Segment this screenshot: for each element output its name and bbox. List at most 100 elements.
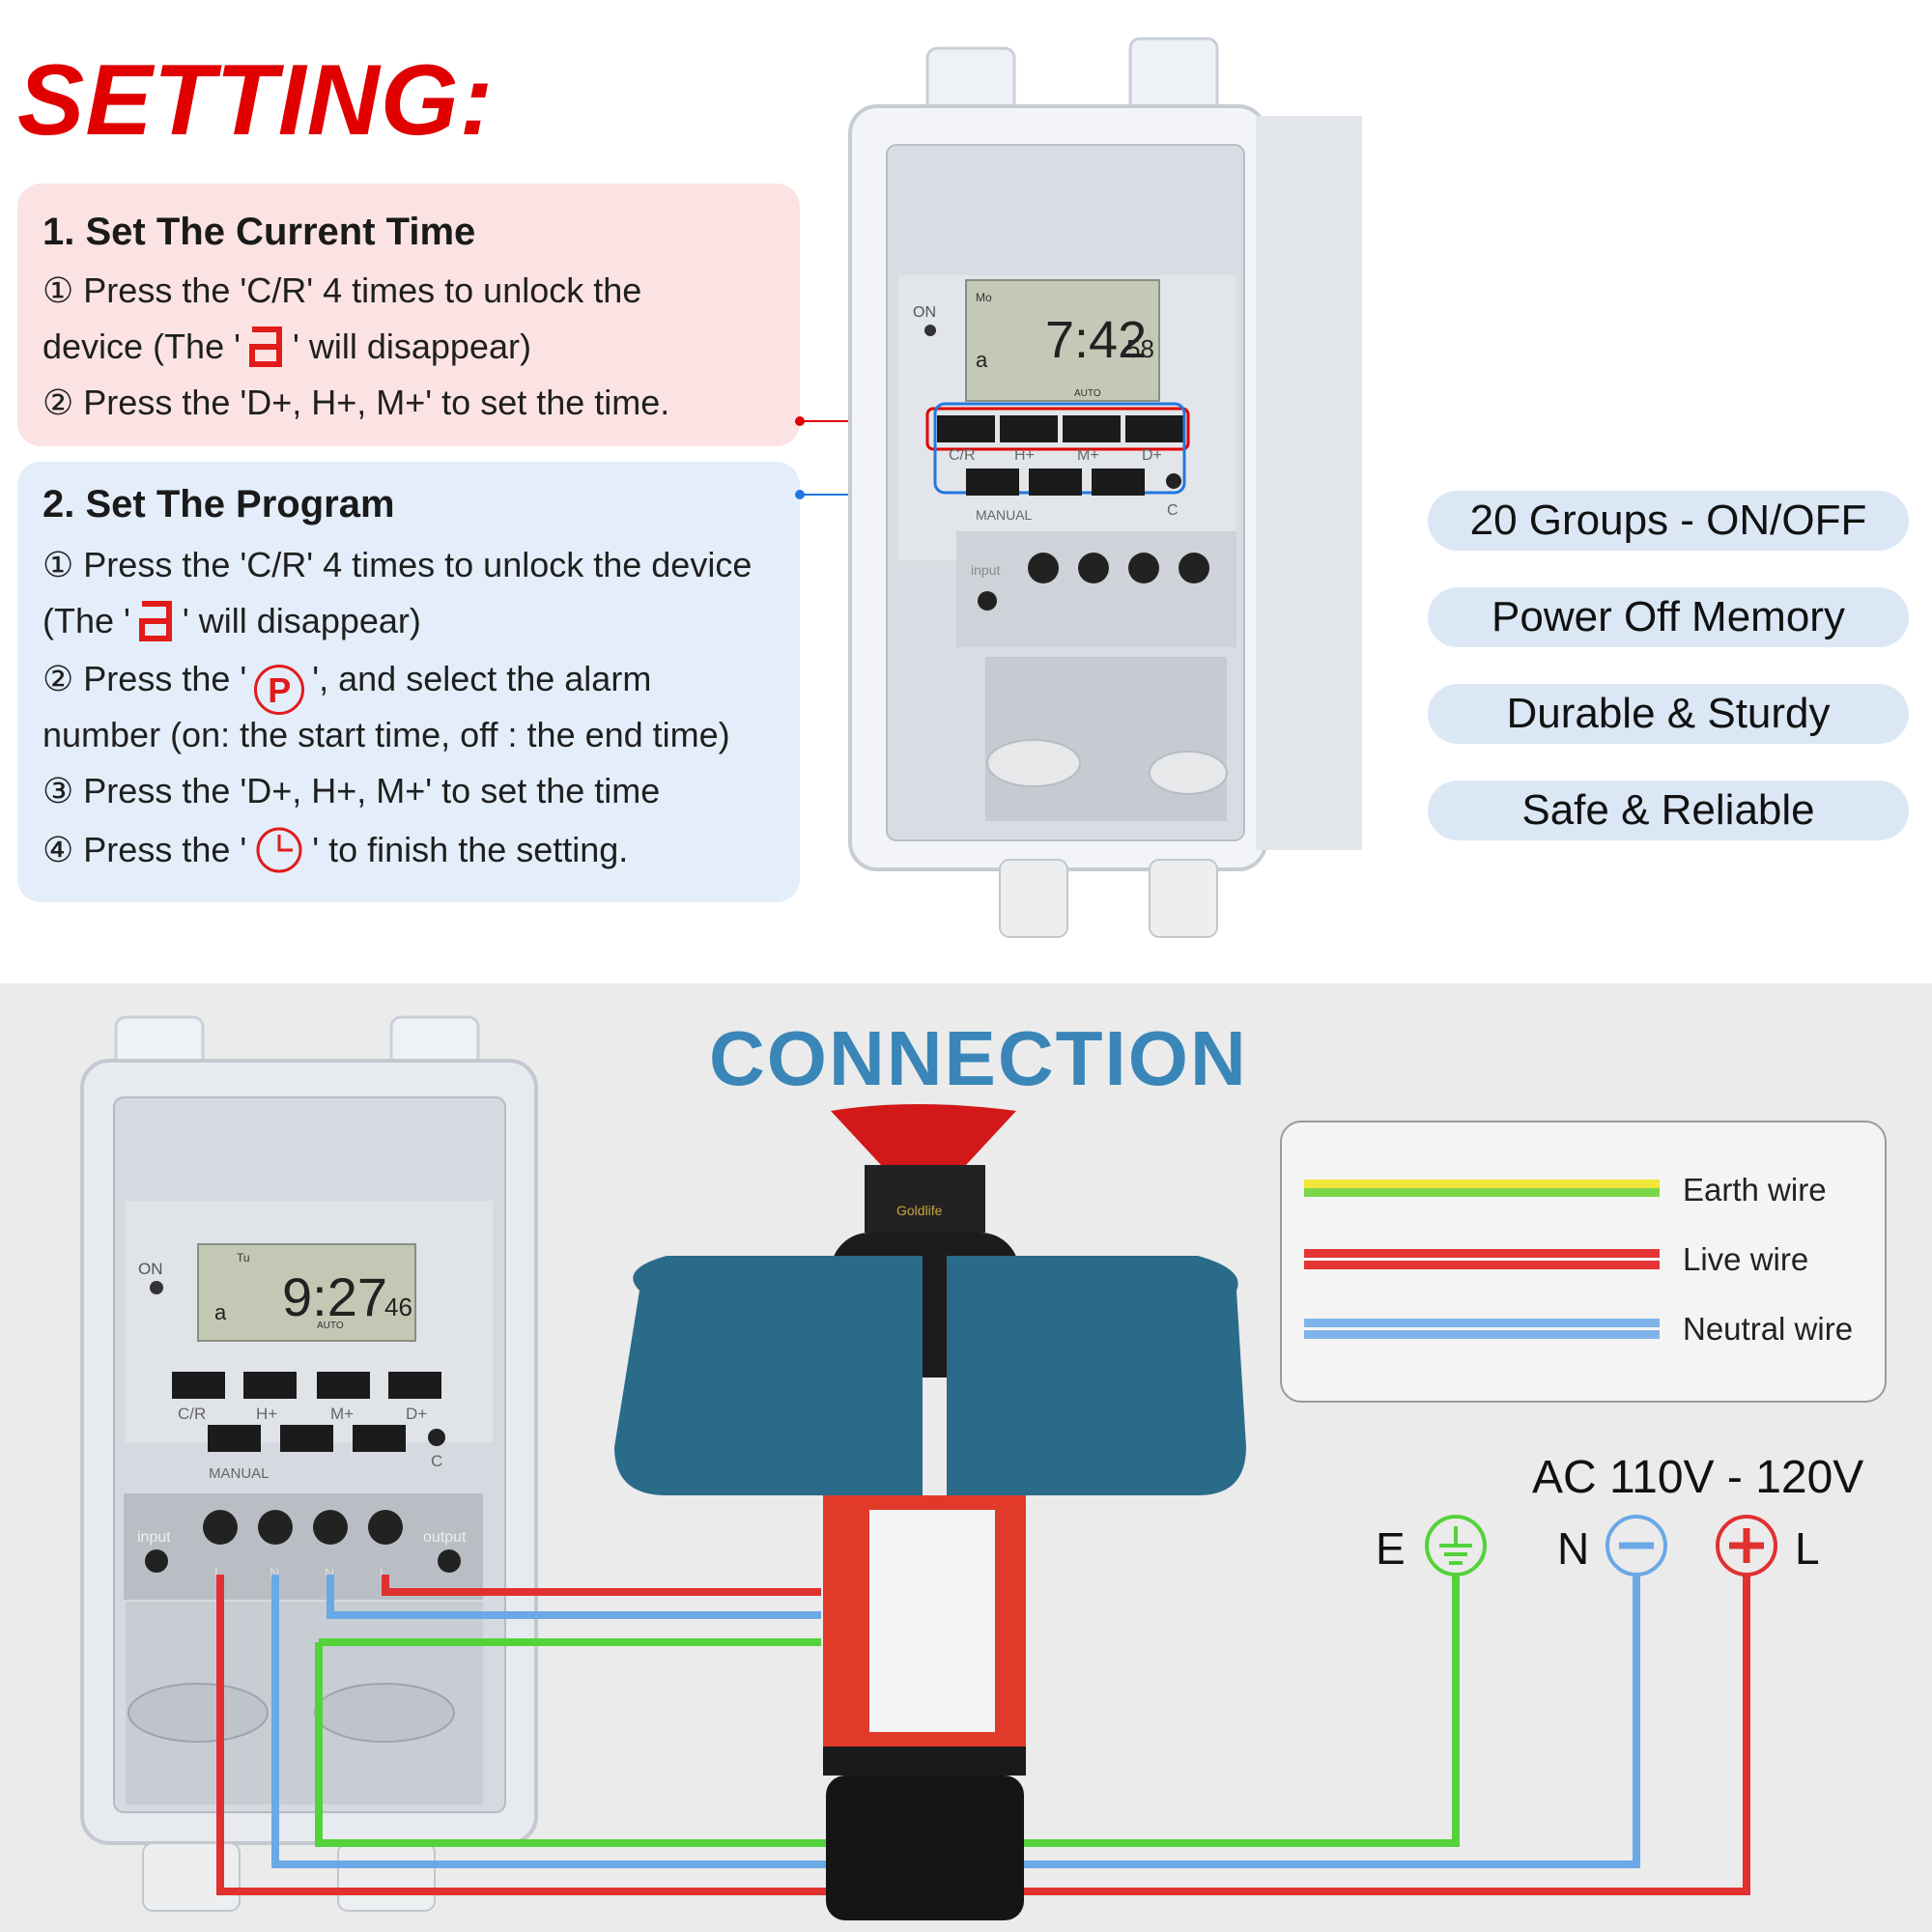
terminal-mark: L — [214, 1565, 222, 1580]
legend-label: Neutral wire — [1683, 1311, 1854, 1347]
neutral-wire-pump — [327, 1575, 821, 1619]
lcd-seconds: 46 — [384, 1293, 412, 1321]
step-text: Press the 'D+, H+, M+' to set the time — [83, 771, 661, 810]
feature-pill: 20 Groups - ON/OFF — [1428, 491, 1909, 551]
terminal-screw — [1179, 553, 1209, 583]
instruction-line: (The '' will disappear) — [43, 599, 421, 642]
clock-icon — [256, 827, 302, 873]
terminal-screw — [438, 1549, 461, 1573]
h-plus-button[interactable] — [243, 1372, 297, 1399]
instruction-line: ① Press the 'C/R' 4 times to unlock the … — [43, 543, 752, 586]
instruction-line: number (on: the start time, off : the en… — [43, 713, 730, 756]
step-text: Press the ' — [83, 830, 247, 869]
button-label: M+ — [330, 1405, 354, 1423]
neutral-swatch — [1304, 1319, 1660, 1327]
feature-pill: Durable & Sturdy — [1428, 684, 1909, 744]
step-text: Press the 'C/R' 4 times to unlock the de… — [83, 545, 753, 584]
pump-label — [869, 1510, 995, 1732]
input-label: input — [971, 562, 1000, 578]
earth-swatch-yellow — [1304, 1179, 1660, 1188]
step-text: ' to finish the setting. — [312, 830, 629, 869]
lcd-lock-glyph: a — [214, 1300, 227, 1324]
on-label: ON — [913, 304, 936, 321]
terminal-letter-e: E — [1376, 1523, 1406, 1574]
step-number: ① — [43, 545, 74, 584]
button-label: D+ — [406, 1405, 427, 1423]
page-title: SETTING: — [17, 44, 495, 156]
pump-brand: Goldlife — [896, 1203, 943, 1218]
button-label: C/R — [949, 447, 976, 464]
on-indicator — [924, 325, 936, 336]
terminal-block — [124, 1493, 483, 1600]
float-right — [947, 1256, 1246, 1495]
manual-label: MANUAL — [976, 507, 1033, 523]
terminal-mark: N — [325, 1565, 334, 1580]
lcd-time: 7:42 — [1045, 311, 1147, 369]
terminal-screw — [368, 1510, 403, 1545]
m-plus-button[interactable] — [1063, 415, 1121, 442]
instruction-line: ② Press the 'D+, H+, M+' to set the time… — [43, 381, 669, 424]
terminal-screw — [1078, 553, 1109, 583]
step-number: ② — [43, 383, 74, 422]
lcd-day: Mo — [976, 291, 992, 304]
pump-collar — [823, 1747, 1026, 1776]
manual-button[interactable] — [208, 1425, 261, 1452]
h-plus-button[interactable] — [1000, 415, 1058, 442]
highlight-time-buttons — [925, 407, 1190, 451]
clock-button[interactable] — [353, 1425, 406, 1452]
instruction-line: ④ Press the ' ' to finish the setting. — [43, 825, 628, 875]
clock-button[interactable] — [1092, 469, 1145, 496]
lcd-lock-glyph: a — [976, 348, 988, 372]
lock-a-icon — [138, 601, 172, 641]
enclosure-side — [1256, 116, 1362, 850]
button-label: D+ — [1142, 447, 1162, 464]
cable-gland — [128, 1683, 269, 1743]
panel-heading: 1. Set The Current Time — [43, 211, 476, 253]
reset-button[interactable] — [428, 1429, 445, 1446]
pump-head — [865, 1165, 985, 1233]
d-plus-button[interactable] — [1125, 415, 1183, 442]
terminal-screw — [1128, 553, 1159, 583]
live-wire-pump — [382, 1575, 821, 1596]
instruction-line: device (The '' will disappear) — [43, 325, 531, 368]
terminal-mark: L — [380, 1565, 387, 1580]
timer-device-image: ON Mo 7:42 58 a AUTO C/R H+ M+ D+ MANUAL… — [848, 37, 1362, 938]
button-label: C/R — [178, 1405, 206, 1423]
lcd-time: 9:27 — [282, 1266, 387, 1327]
d-plus-button[interactable] — [388, 1372, 441, 1399]
step-number: ④ — [43, 830, 74, 869]
cable-connector — [142, 1842, 241, 1912]
step-text: Press the ' — [83, 659, 247, 698]
terminal-screw — [1028, 553, 1059, 583]
m-plus-button[interactable] — [317, 1372, 370, 1399]
cable-connector — [999, 859, 1068, 938]
step-text: number (on: the start time, off : the en… — [43, 715, 730, 754]
program-button[interactable] — [280, 1425, 333, 1452]
terminal-screw — [145, 1549, 168, 1573]
set-program-panel: 2. Set The Program ① Press the 'C/R' 4 t… — [17, 462, 800, 902]
instruction-line: ③ Press the 'D+, H+, M+' to set the time — [43, 769, 660, 812]
output-label: output — [423, 1529, 467, 1546]
live-swatch — [1304, 1261, 1660, 1269]
terminal-screw — [978, 591, 997, 611]
reset-button[interactable] — [1166, 473, 1181, 489]
float-left — [614, 1256, 923, 1495]
feature-pill: Safe & Reliable — [1428, 781, 1909, 840]
cr-button[interactable] — [937, 415, 995, 442]
cr-button[interactable] — [172, 1372, 225, 1399]
terminal-letter-n: N — [1557, 1523, 1590, 1574]
step-number: ① — [43, 270, 74, 310]
terminal-screw — [203, 1510, 238, 1545]
legend-swatches — [1304, 1179, 1660, 1339]
cable-gland — [986, 739, 1081, 787]
cable-gland — [314, 1683, 455, 1743]
instruction-line: ① Press the 'C/R' 4 times to unlock the — [43, 269, 641, 312]
instruction-line: ② Press the 'P', and select the alarm — [43, 657, 651, 715]
manual-button[interactable] — [966, 469, 1019, 496]
step-text: Press the 'D+, H+, M+' to set the time. — [83, 383, 670, 422]
terminal-screw — [258, 1510, 293, 1545]
terminal-mark: N — [270, 1565, 279, 1580]
pump-nozzle — [831, 1104, 1016, 1165]
program-button[interactable] — [1029, 469, 1082, 496]
pump-intake — [826, 1776, 1024, 1920]
